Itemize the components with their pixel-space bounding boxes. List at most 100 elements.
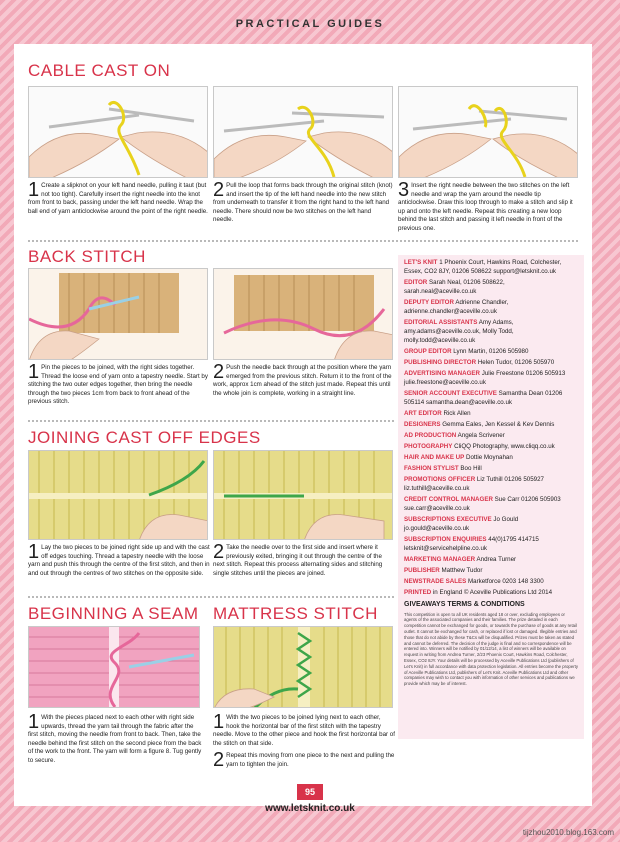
step-number: 2 [213,361,225,383]
masthead-role: PHOTOGRAPHY [404,442,453,450]
masthead-entry: DEPUTY EDITOR Adrienne Chandler, adrienn… [404,299,578,317]
masthead-entry: SENIOR ACCOUNT EXECUTIVE Samantha Dean 0… [404,390,578,408]
masthead-role: SUBSCRIPTION ENQUIRIES [404,535,487,543]
masthead-role: PRINTED [404,588,432,596]
masthead-role: FASHION STYLIST [404,464,459,472]
masthead-detail: Julie Freestone 01206 505913 julie.frees… [404,369,566,386]
masthead-detail: Adrienne Chandler, adrienne.chandler@ace… [404,298,509,315]
masthead-role: PROMOTIONS OFFICER [404,475,476,483]
masthead-detail: Sarah Neal, 01206 508622, sarah.neal@ace… [404,278,505,295]
masthead-role: DESIGNERS [404,420,441,428]
step-text: Pull the loop that forms back through th… [213,182,393,224]
step-number: 1 [28,361,40,383]
masthead-detail: 44(0)1795 414715 letsknit@servicehelplin… [404,535,539,552]
joining-illustration-2 [213,450,393,540]
step-text: Repeat this moving from one piece to the… [226,752,395,768]
masthead-role: NEWSTRADE SALES [404,577,467,585]
masthead-detail: Dottie Moynahan [466,453,513,461]
masthead-role: SENIOR ACCOUNT EXECUTIVE [404,389,497,397]
giveaways-terms-title: GIVEAWAYS TERMS & CONDITIONS [404,601,525,609]
cable-illustration-3 [398,86,578,178]
seam-step-1: 1 With the pieces placed next to each ot… [28,712,204,765]
cable-cast-on-title: CABLE CAST ON [28,61,171,80]
section-header: PRACTICAL GUIDES [235,18,385,30]
mattress-step-2: 2 Repeat this moving from one piece to t… [213,749,395,771]
step-number: 3 [398,179,410,201]
masthead-entry: LET'S KNIT 1 Phoenix Court, Hawkins Road… [404,259,578,277]
masthead-detail: Rick Allen [443,409,471,417]
divider [28,240,578,242]
masthead-sidebar: LET'S KNIT 1 Phoenix Court, Hawkins Road… [398,255,584,739]
masthead-role: EDITOR [404,278,428,286]
masthead-entry: PUBLISHING DIRECTOR Helen Tudor, 01206 5… [404,359,578,368]
step-number: 2 [213,541,225,563]
page-number: 95 [297,784,323,800]
masthead-entry: NEWSTRADE SALES Marketforce 0203 148 330… [404,578,578,587]
masthead-entry: PRINTED in England © Aceville Publicatio… [404,589,578,598]
back-stitch-step-1: 1 Pin the pieces to be joined, with the … [28,361,210,407]
step-text: Insert the right needle between the two … [398,182,573,232]
masthead-role: PUBLISHER [404,566,440,574]
step-number: 2 [213,749,225,771]
masthead-role: ART EDITOR [404,409,442,417]
watermark: tijzhou2010.blog.163.com [522,828,614,837]
back-stitch-illustration-2 [213,268,393,360]
step-number: 1 [28,179,40,201]
masthead-detail: Jo Gould jo.gould@aceville.co.uk [404,515,519,532]
cable-step-2: 2 Pull the loop that forms back through … [213,179,393,225]
masthead-role: EDITORIAL ASSISTANTS [404,318,478,326]
masthead-entry: CREDIT CONTROL MANAGER Sue Carr 01206 50… [404,496,578,514]
joining-step-2: 2 Take the needle over to the first side… [213,541,395,578]
site-url[interactable]: www.letsknit.co.uk [265,803,355,814]
masthead-entry: MARKETING MANAGER Andrea Turner [404,556,578,565]
masthead-detail: Sue Carr 01206 505903 sue.carr@aceville.… [404,495,561,512]
cable-illustration-2 [213,86,393,178]
step-text: With the pieces placed next to each othe… [28,714,202,764]
masthead-role: PUBLISHING DIRECTOR [404,358,477,366]
masthead-detail: Lynn Martin, 01206 505980 [453,347,529,355]
step-text: Lay the two pieces to be joined right si… [28,544,210,577]
masthead-entry: SUBSCRIPTION ENQUIRIES 44(0)1795 414715 … [404,536,578,554]
masthead-detail: Liz Tuthill 01206 505927 liz.tuthill@ace… [404,475,544,492]
seam-illustration [28,626,200,708]
divider [28,596,394,598]
masthead-detail: Samantha Dean 01206 505114 samantha.dean… [404,389,563,406]
masthead-detail: Gemma Eales, Jen Kessel & Kev Dennis [442,420,555,428]
masthead-detail: Boo Hill [460,464,482,472]
masthead-entry: ART EDITOR Rick Allen [404,410,578,419]
masthead-entry: HAIR AND MAKE UP Dottie Moynahan [404,454,578,463]
masthead-entry: DESIGNERS Gemma Eales, Jen Kessel & Kev … [404,421,578,430]
masthead-entry: SUBSCRIPTIONS EXECUTIVE Jo Gould jo.goul… [404,516,578,534]
step-number: 2 [213,179,225,201]
masthead-detail: Amy Adams, amy.adams@aceville.co.uk, Mol… [404,318,514,344]
mattress-illustration [213,626,393,708]
step-number: 1 [213,711,225,733]
mattress-step-1: 1 With the two pieces to be joined lying… [213,711,395,748]
masthead-role: LET'S KNIT [404,259,438,266]
masthead-entry: PHOTOGRAPHY CliQQ Photography, www.cliqq… [404,443,578,452]
step-text: Create a slipknot on your left hand need… [28,182,208,215]
step-text: Take the needle over to the first side a… [213,544,383,577]
joining-illustration-1 [28,450,208,540]
step-text: With the two pieces to be joined lying n… [213,714,395,747]
masthead-entries: LET'S KNIT 1 Phoenix Court, Hawkins Road… [404,259,578,597]
giveaways-terms-text: This competition is open to all UK resid… [404,611,578,687]
masthead-entry: ADVERTISING MANAGER Julie Freestone 0120… [404,370,578,388]
back-stitch-step-2: 2 Push the needle back through at the po… [213,361,395,398]
masthead-role: CREDIT CONTROL MANAGER [404,495,493,503]
masthead-detail: 1 Phoenix Court, Hawkins Road, Colcheste… [404,259,562,275]
divider [28,420,394,422]
back-stitch-title: BACK STITCH [28,247,146,266]
masthead-role: GROUP EDITOR [404,347,452,355]
masthead-detail: Marketforce 0203 148 3300 [467,577,544,585]
cable-step-3: 3 Insert the right needle between the tw… [398,179,578,233]
masthead-role: AD PRODUCTION [404,431,457,439]
step-text: Push the needle back through at the posi… [213,364,392,397]
masthead-role: HAIR AND MAKE UP [404,453,465,461]
masthead-entry: AD PRODUCTION Angela Scrivener [404,432,578,441]
masthead-entry: EDITORIAL ASSISTANTS Amy Adams, amy.adam… [404,319,578,346]
masthead-detail: Matthew Tudor [441,566,483,574]
masthead-entry: GROUP EDITOR Lynn Martin, 01206 505980 [404,348,578,357]
joining-title: JOINING CAST OFF EDGES [28,428,261,447]
masthead-detail: CliQQ Photography, www.cliqq.co.uk [454,442,555,450]
